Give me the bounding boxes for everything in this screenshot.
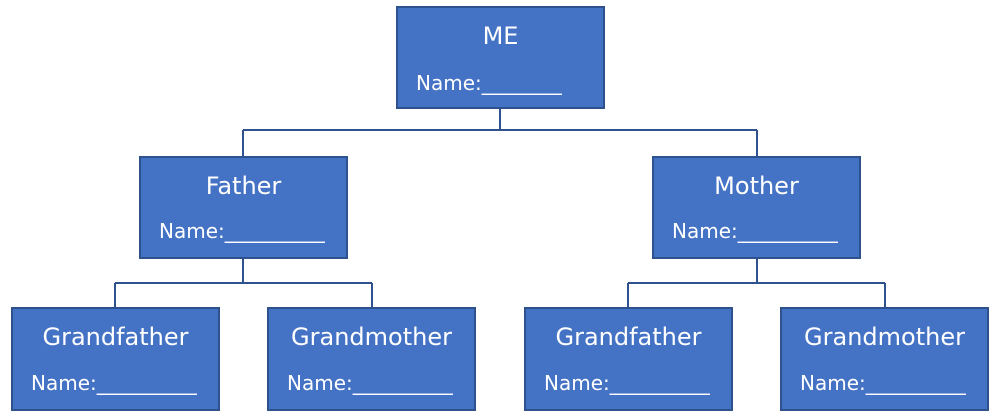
- name-field-label: Name:________: [416, 71, 562, 95]
- node-title: Grandfather: [555, 323, 702, 351]
- node-paternal-grandmother: Grandmother Name:__________: [267, 307, 476, 411]
- name-field-label: Name:__________: [287, 371, 453, 395]
- node-title: Grandfather: [42, 323, 189, 351]
- name-field-label: Name:__________: [672, 219, 838, 243]
- node-paternal-grandfather: Grandfather Name:__________: [11, 307, 220, 411]
- node-maternal-grandfather: Grandfather Name:__________: [524, 307, 733, 411]
- node-maternal-grandmother: Grandmother Name:__________: [780, 307, 989, 411]
- name-field-label: Name:__________: [544, 371, 710, 395]
- name-field-label: Name:__________: [800, 371, 966, 395]
- node-mother: Mother Name:__________: [652, 156, 861, 259]
- name-field-label: Name:__________: [159, 219, 325, 243]
- node-title: Grandmother: [804, 323, 965, 351]
- node-title: Grandmother: [291, 323, 452, 351]
- node-me: ME Name:________: [396, 6, 605, 109]
- node-title: Mother: [714, 172, 799, 200]
- name-field-label: Name:__________: [31, 371, 197, 395]
- node-title: ME: [482, 22, 519, 50]
- node-title: Father: [205, 172, 282, 200]
- node-father: Father Name:__________: [139, 156, 348, 259]
